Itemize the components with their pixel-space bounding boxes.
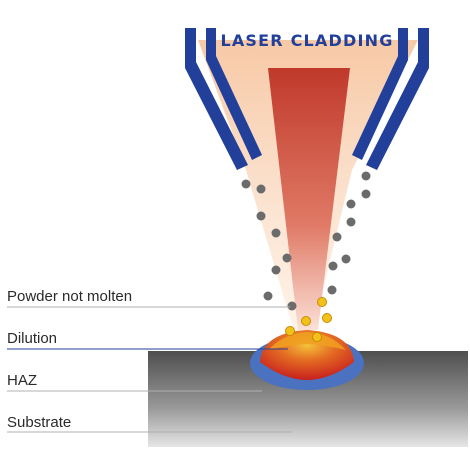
nozzle-right [352,28,429,170]
label-haz: HAZ [7,372,37,389]
powder-particles [241,171,371,311]
diagram-title: LASER CLADDING [220,31,393,50]
label-dilution: Dilution [7,330,57,347]
nozzle-left [185,28,262,170]
label-substrate: Substrate [7,414,71,431]
molten-particles [285,297,332,342]
dilution-zone [268,332,346,350]
label-powder-not-molten: Powder not molten [7,288,132,305]
laser-beam [268,68,350,330]
